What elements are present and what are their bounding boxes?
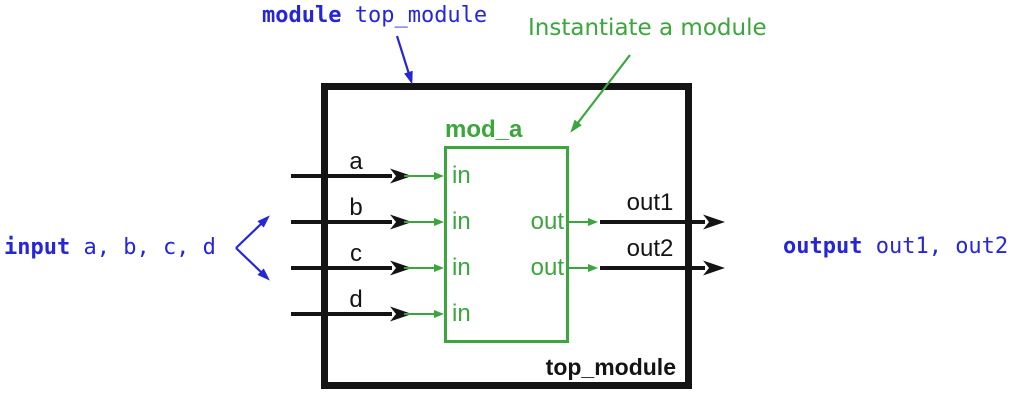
output-label-out2: out2	[626, 235, 674, 262]
mod-a-port-in-2: in	[452, 208, 471, 235]
input-annotation: input a, b, c, d	[4, 234, 216, 262]
input-label-c: c	[350, 240, 362, 267]
output-args: out1, out2	[875, 234, 1009, 259]
module-keyword: module	[262, 3, 342, 28]
output-label-out1: out1	[626, 189, 674, 216]
output-keyword: output	[783, 234, 863, 259]
module-pointer-arrow	[395, 35, 413, 85]
top-module-box	[321, 83, 692, 389]
input-label-d: d	[349, 286, 363, 313]
input-keyword: input	[4, 235, 71, 260]
input-pointer-arrow-down	[235, 247, 270, 281]
module-name: top_module	[354, 3, 488, 28]
input-pointer-arrow-up	[235, 215, 270, 249]
mod-a-port-in-1: in	[452, 162, 471, 189]
instantiate-note: Instantiate a module	[528, 15, 767, 41]
mod-a-port-in-4: in	[452, 300, 471, 327]
module-annotation: module top_module	[262, 2, 487, 30]
top-module-title: top_module	[545, 354, 676, 380]
output-annotation: output out1, out2	[783, 233, 1008, 261]
mod-a-title: mod_a	[445, 116, 523, 143]
mod-a-box	[444, 146, 569, 343]
input-label-b: b	[349, 194, 363, 221]
input-args: a, b, c, d	[83, 235, 216, 260]
input-label-a: a	[349, 148, 363, 175]
mod-a-port-in-3: in	[452, 254, 471, 281]
mod-a-port-out-2: out	[530, 254, 564, 281]
mod-a-port-out-1: out	[530, 208, 564, 235]
